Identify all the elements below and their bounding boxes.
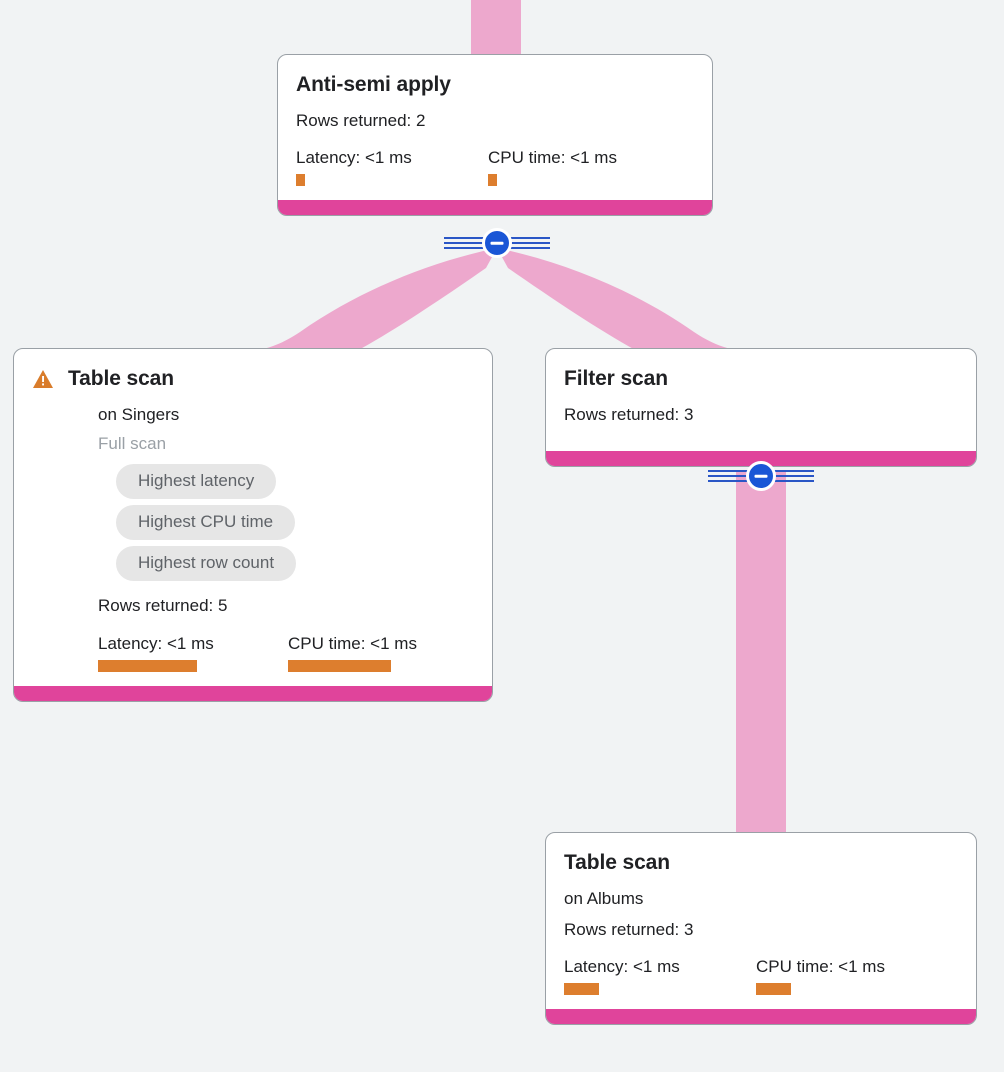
metric-latency: Latency: <1 ms xyxy=(98,634,288,672)
metric-cpu-time-label: CPU time: <1 ms xyxy=(288,633,417,653)
edge-antisemi-to-filterscan xyxy=(497,248,762,352)
rows-returned: Rows returned: 2 xyxy=(296,111,426,130)
metric-cpu-time-label: CPU time: <1 ms xyxy=(756,957,885,977)
node-body: Anti-semi apply Rows returned: 2 Latency… xyxy=(278,55,712,200)
node-subtitle: on Singers xyxy=(98,405,180,424)
node-body: Table scan on Singers Full scan Highest … xyxy=(14,349,492,686)
chip-highest-row-count[interactable]: Highest row count xyxy=(116,546,297,582)
plan-node-anti-semi-apply[interactable]: Anti-semi apply Rows returned: 2 Latency… xyxy=(277,54,713,217)
node-subtitle: on Albums xyxy=(564,889,644,908)
rows-returned: Rows returned: 5 xyxy=(98,596,228,616)
node-title-row: Filter scan xyxy=(564,367,958,391)
metric-latency: Latency: <1 ms xyxy=(564,957,756,996)
metric-latency-label: Latency: <1 ms xyxy=(98,633,214,653)
chip-wrap: Highest latency xyxy=(98,464,474,505)
node-scan-type: Full scan xyxy=(98,434,167,454)
node-metrics: Latency: <1 ms CPU time: <1 ms xyxy=(564,957,958,996)
edge-antisemi-to-tablescan-singers xyxy=(232,248,497,352)
metric-cpu-time: CPU time: <1 ms xyxy=(756,957,885,996)
plan-node-table-scan-albums[interactable]: Table scan on Albums Rows returned: 3 La… xyxy=(545,832,977,1026)
node-footer-bar xyxy=(14,685,492,701)
node-title: Table scan xyxy=(68,367,174,390)
chip-highest-latency[interactable]: Highest latency xyxy=(116,464,277,500)
warning-icon xyxy=(33,370,53,388)
plan-node-filter-scan[interactable]: Filter scan Rows returned: 3 xyxy=(545,348,977,468)
metric-cpu-time: CPU time: <1 ms xyxy=(488,148,617,187)
metric-cpu-time: CPU time: <1 ms xyxy=(288,634,417,672)
node-title-row: Anti-semi apply xyxy=(296,73,694,97)
node-title: Filter scan xyxy=(564,367,668,390)
node-chips: Highest latency Highest CPU time Highest… xyxy=(98,464,474,587)
edge-filterscan-to-tablescan-albums xyxy=(736,470,786,838)
metric-cpu-time-bar xyxy=(756,983,791,996)
node-footer-bar xyxy=(546,451,976,467)
chip-wrap: Highest CPU time xyxy=(98,505,474,546)
collapse-minus-icon[interactable] xyxy=(482,228,512,258)
metric-latency-bar xyxy=(98,659,197,672)
rows-returned: Rows returned: 3 xyxy=(564,920,694,940)
chip-wrap: Highest row count xyxy=(98,546,474,587)
metric-cpu-time-label: CPU time: <1 ms xyxy=(488,148,617,168)
node-title: Table scan xyxy=(564,851,670,874)
rows-returned: Rows returned: 3 xyxy=(564,405,694,424)
metric-latency-bar xyxy=(564,983,599,996)
metric-latency-label: Latency: <1 ms xyxy=(296,148,412,168)
edge-root-inflow xyxy=(471,0,521,56)
metric-cpu-time-bar xyxy=(488,174,497,187)
node-body: Table scan on Albums Rows returned: 3 La… xyxy=(546,833,976,1009)
node-title: Anti-semi apply xyxy=(296,73,451,96)
metric-cpu-time-bar xyxy=(288,659,391,672)
node-footer-bar xyxy=(278,200,712,216)
node-title-row: Table scan xyxy=(564,851,958,875)
plan-node-table-scan-singers[interactable]: Table scan on Singers Full scan Highest … xyxy=(13,348,493,702)
metric-latency-bar xyxy=(296,174,305,187)
toggle-anti-semi-apply[interactable] xyxy=(444,228,550,258)
metric-latency-label: Latency: <1 ms xyxy=(564,957,680,977)
collapse-minus-icon[interactable] xyxy=(746,461,776,491)
node-body: Filter scan Rows returned: 3 xyxy=(546,349,976,451)
node-metrics: Latency: <1 ms CPU time: <1 ms xyxy=(296,148,694,187)
node-metrics: Latency: <1 ms CPU time: <1 ms xyxy=(98,634,474,672)
chip-highest-cpu-time[interactable]: Highest CPU time xyxy=(116,505,296,541)
node-title-row: Table scan xyxy=(32,367,474,391)
node-footer-bar xyxy=(546,1009,976,1025)
toggle-filter-scan[interactable] xyxy=(708,461,814,491)
metric-latency: Latency: <1 ms xyxy=(296,148,488,187)
